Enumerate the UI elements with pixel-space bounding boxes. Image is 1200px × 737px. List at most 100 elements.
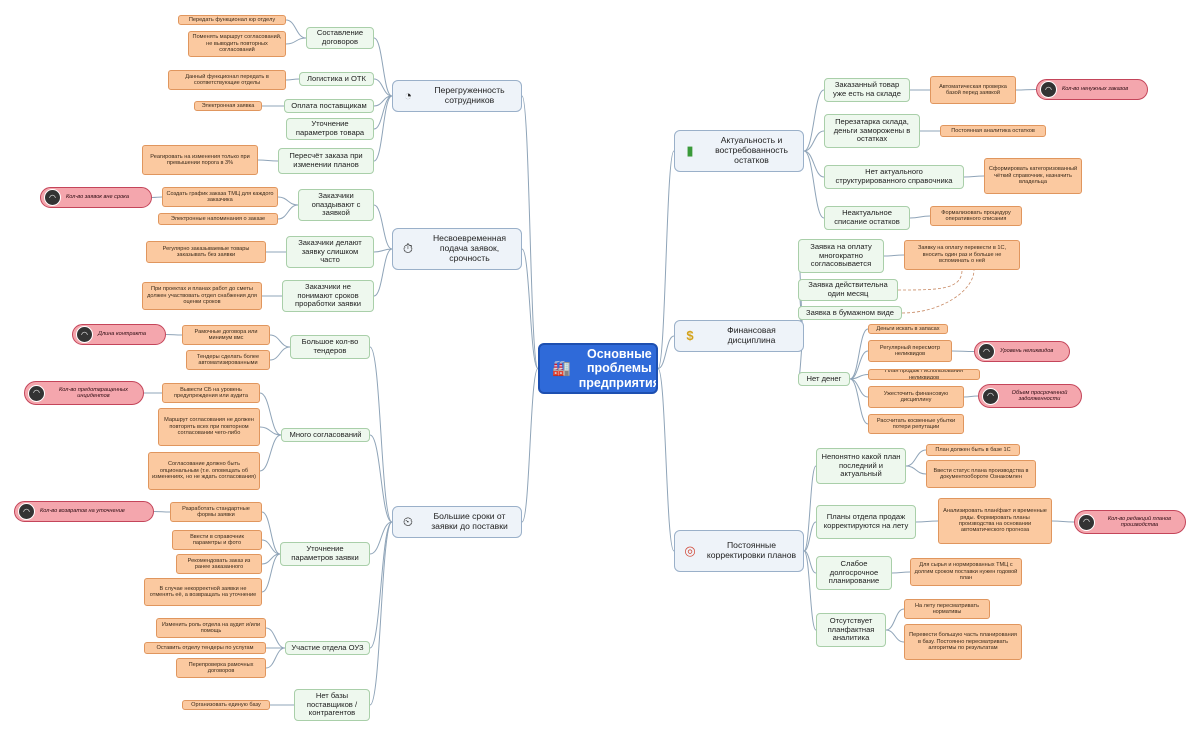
connector xyxy=(259,392,282,436)
leaf-item[interactable]: Регулярный пересмотр неликвидов xyxy=(868,340,952,362)
connector xyxy=(803,465,817,552)
leaf-item[interactable]: Заявку на оплату перевести в 1С, вносить… xyxy=(904,240,1020,270)
leaf-item[interactable]: Формализовать процедуру оперативного спи… xyxy=(930,206,1022,226)
sub-customers-often[interactable]: Заказчики делают заявку слишком часто xyxy=(286,236,374,268)
sub-sales-plans[interactable]: Планы отдела продаж корректируются на ле… xyxy=(816,505,916,539)
kpi-label: Кол-во заявок вне срока xyxy=(66,194,129,201)
leaf-item[interactable]: В случае некорректной заявки не отменять… xyxy=(144,578,262,606)
topic-stock-relevance[interactable]: ▮ Актуальность и востребованность остатк… xyxy=(674,130,804,172)
sub-order-recalc[interactable]: Пересчёт заказа при изменении планов xyxy=(278,148,374,174)
leaf-item[interactable]: Ввести в справочник параметры и фото xyxy=(172,530,262,550)
sub-customers-timing[interactable]: Заказчики не понимают сроков проработки … xyxy=(282,280,374,312)
sub-product-params[interactable]: Уточнение параметров товара xyxy=(286,118,374,140)
gauge-icon: ◠ xyxy=(44,189,61,206)
leaf-item[interactable]: Реагировать на изменения только при прев… xyxy=(142,145,258,175)
leaf-item[interactable]: Оставить отделу тендеры по услугам xyxy=(144,642,266,654)
sub-no-plan-fact[interactable]: Отсутствует планфактная аналитика xyxy=(816,613,886,647)
connector xyxy=(259,434,282,472)
sub-unclear-plan[interactable]: Непонятно какой план последний и актуаль… xyxy=(816,448,906,484)
sub-supplier-payment[interactable]: Оплата поставщикам xyxy=(284,99,374,113)
kpi-bubble[interactable]: ◠ Кол-во возвратов на уточнение xyxy=(14,501,154,522)
connector xyxy=(657,150,675,369)
leaf-item[interactable]: Регулярно заказываемые товары заказывать… xyxy=(146,241,266,263)
sub-paper-request[interactable]: Заявка в бумажном виде xyxy=(798,306,902,320)
topic-overload[interactable]: ◔ Перегруженность сотрудников xyxy=(392,80,522,112)
leaf-item[interactable]: Рассчитать косвенные убытки потери репут… xyxy=(868,414,964,434)
central-topic[interactable]: 🏭 Основные проблемы предприятия xyxy=(538,343,658,394)
sub-weak-planning[interactable]: Слабое долгосрочное планирование xyxy=(816,556,892,590)
leaf-item[interactable]: Сформировать категоризованный чёткий спр… xyxy=(984,158,1082,194)
connector xyxy=(883,254,905,257)
kpi-bubble[interactable]: ◠ Длина контракта xyxy=(72,324,166,345)
connector xyxy=(803,150,825,219)
sub-contracts[interactable]: Составление договоров xyxy=(306,27,374,49)
topic-plan-corrections[interactable]: ◎ Постоянные корректировки планов xyxy=(674,530,804,572)
leaf-item[interactable]: Разработать стандартные формы заявки xyxy=(170,502,262,522)
sub-ouz-department[interactable]: Участие отдела ОУЗ xyxy=(285,641,370,655)
leaf-item[interactable]: Электронная заявка xyxy=(194,101,262,111)
kpi-bubble[interactable]: ◠ Кол-во ненужных заказов xyxy=(1036,79,1148,100)
connector xyxy=(885,629,905,643)
sub-tenders[interactable]: Большое кол-во тендеров xyxy=(290,335,370,359)
kpi-bubble[interactable]: ◠ Кол-во предотвращенных инцидентов xyxy=(24,381,144,405)
leaf-item[interactable]: Для сырья и нормированных ТМЦ с долгим с… xyxy=(910,558,1022,586)
leaf-item[interactable]: Поменять маршрут согласований, не выводи… xyxy=(188,31,286,57)
kpi-bubble[interactable]: ◠ Кол-во редакций планов производства xyxy=(1074,510,1186,534)
sub-no-money[interactable]: Нет денег xyxy=(798,372,850,386)
leaf-item[interactable]: Рекомендовать заказ из ранее заказанного xyxy=(176,554,262,574)
connector xyxy=(373,204,393,250)
topic-label: Перегруженность сотрудников xyxy=(434,85,505,105)
leaf-item[interactable]: Рамочные договора или минимум вмс xyxy=(182,325,270,345)
sub-writeoff[interactable]: Неактуальное списание остатков xyxy=(824,206,910,230)
connector xyxy=(285,19,307,39)
leaf-item[interactable]: При проектах и планах работ до сметы дол… xyxy=(142,282,262,310)
leaf-item[interactable]: Согласование должно быть опциональным (т… xyxy=(148,452,260,490)
connector xyxy=(369,521,393,555)
leaf-item[interactable]: Данный функционал передать в соответству… xyxy=(168,70,286,90)
leaf-item[interactable]: Маршрут согласования не должен повторять… xyxy=(158,408,260,446)
sub-no-catalog[interactable]: Нет актуального структурированного справ… xyxy=(824,165,964,189)
sub-already-in-stock[interactable]: Заказанный товар уже есть на складе xyxy=(824,78,910,102)
leaf-item[interactable]: Постоянная аналитика остатков xyxy=(940,125,1046,137)
leaf-item[interactable]: На лету пересматривать нормативы xyxy=(904,599,990,619)
dollar-icon: $ xyxy=(686,327,694,343)
sub-approvals[interactable]: Много согласований xyxy=(281,428,370,442)
gauge-icon: ◠ xyxy=(1040,81,1057,98)
kpi-bubble[interactable]: ◠ Кол-во заявок вне срока xyxy=(40,187,152,208)
leaf-item[interactable]: Перевести большую часть планирования в б… xyxy=(904,624,1022,660)
target-icon: ◎ xyxy=(684,542,696,558)
connector xyxy=(373,248,393,297)
leaf-item[interactable]: Деньги искать в запасах xyxy=(868,324,948,334)
leaf-item[interactable]: План должен быть в базе 1С xyxy=(926,444,1020,456)
sub-customers-late[interactable]: Заказчики опаздывают с заявкой xyxy=(298,189,374,221)
kpi-bubble[interactable]: ◠ Объем просроченной задолженности xyxy=(978,384,1082,408)
sub-request-params[interactable]: Уточнение параметров заявки xyxy=(280,542,370,566)
leaf-item[interactable]: Ввести статус плана производства в докум… xyxy=(926,460,1036,488)
leaf-item[interactable]: Передать функционал юр отделу xyxy=(178,15,286,25)
sub-request-valid-month[interactable]: Заявка действительна один месяц xyxy=(798,279,898,301)
kpi-label: Кол-во ненужных заказов xyxy=(1062,86,1129,93)
central-topic-label: Основные проблемы предприятия xyxy=(578,346,658,390)
sub-logistics[interactable]: Логистика и ОТК xyxy=(299,72,374,86)
sub-payment-approvals[interactable]: Заявка на оплату многократно согласовыва… xyxy=(798,239,884,273)
leaf-item[interactable]: Организовать единую базу xyxy=(182,700,270,710)
sub-overstock[interactable]: Перезатарка склада, деньги заморожены в … xyxy=(824,114,920,148)
topic-long-lead-time[interactable]: ⏲ Большие сроки от заявки до поставки xyxy=(392,506,522,538)
leaf-item[interactable]: Создать график заказа ТМЦ для каждого за… xyxy=(162,187,278,207)
bar-chart-icon: ▮ xyxy=(686,142,694,158)
leaf-item[interactable]: Анализировать план/факт и временные ряды… xyxy=(938,498,1052,544)
leaf-item[interactable]: Изменить роль отдела на аудит и/или помо… xyxy=(156,618,266,638)
topic-late-requests[interactable]: ⏱ Несвоевременная подача заявок, срочнос… xyxy=(392,228,522,270)
leaf-item[interactable]: Вывести СБ на уровень предупреждения или… xyxy=(162,383,260,403)
leaf-item[interactable]: Автоматическая проверка базой перед заяв… xyxy=(930,76,1016,104)
topic-financial-discipline[interactable]: $ Финансовая дисциплина xyxy=(674,320,804,352)
leaf-item[interactable]: Тендеры сделать более автоматизированным… xyxy=(186,350,270,370)
leaf-item[interactable]: Перепроверка рамочных договоров xyxy=(176,658,266,678)
leaf-item[interactable]: Электронные напоминания о заказе xyxy=(158,213,278,225)
kpi-bubble[interactable]: ◠ Уровень неликвидов xyxy=(974,341,1070,362)
leaf-item[interactable]: План продаж / использования неликвидов xyxy=(868,369,980,380)
sub-supplier-db[interactable]: Нет базы поставщиков / контрагентов xyxy=(294,689,370,721)
leaf-item[interactable]: Ужесточить финансовую дисциплину xyxy=(868,386,964,408)
